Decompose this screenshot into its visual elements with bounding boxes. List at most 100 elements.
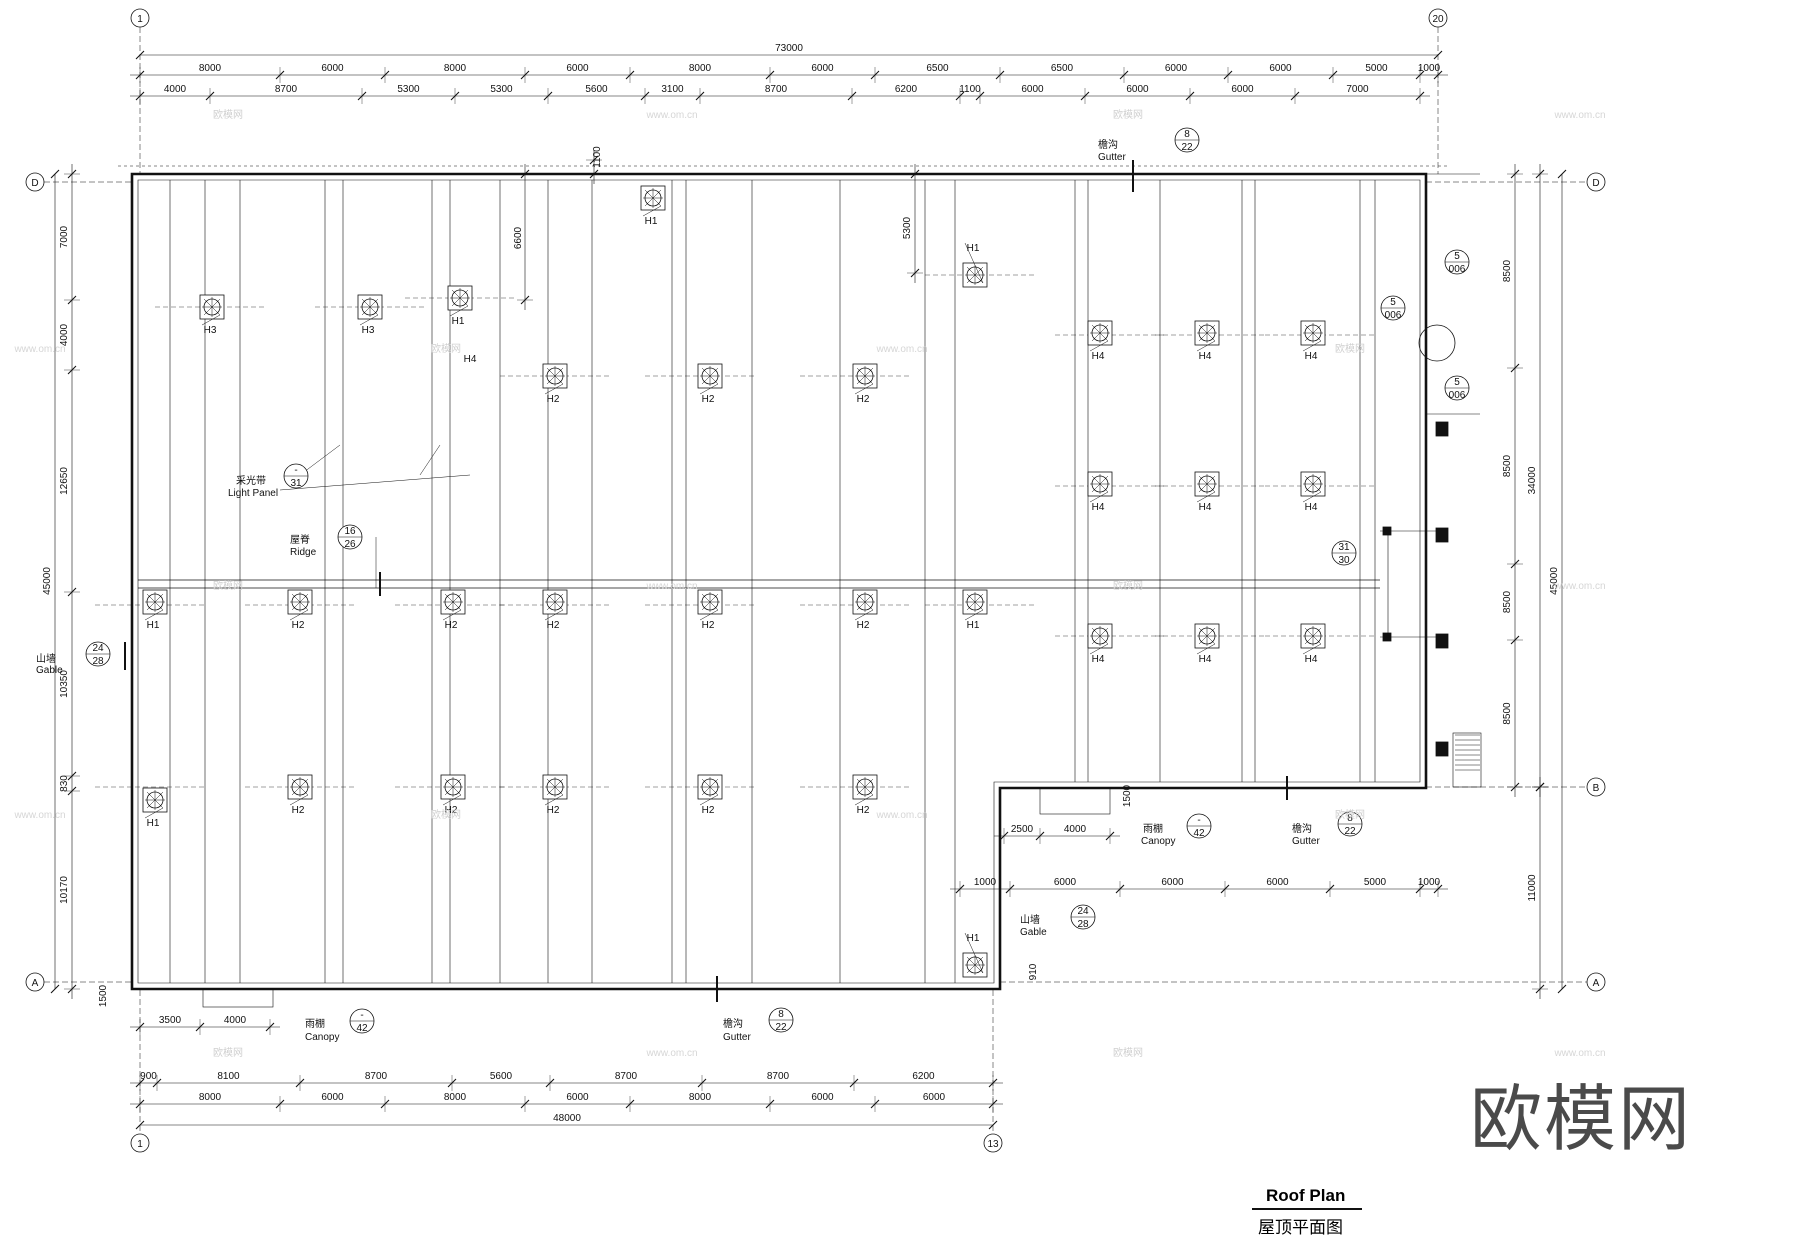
leader-line [699, 609, 719, 621]
equipment-tag: H2 [857, 805, 870, 816]
leader-line [289, 609, 309, 621]
sheet-number: 42 [356, 1023, 368, 1034]
equipment-tag: H4 [1092, 654, 1105, 665]
leader-line [1089, 340, 1109, 352]
detail-number: 5 [1454, 251, 1460, 262]
gutter-label-en: Gutter [1098, 152, 1126, 163]
dimension-label: 6000 [566, 63, 589, 74]
gutter-label-cn: 檐沟 [723, 1017, 743, 1030]
dimension-label: 6000 [1126, 84, 1149, 95]
equipment-tag: H1 [452, 316, 465, 327]
equipment-tag: H2 [702, 394, 715, 405]
watermark-url: www.om.cn [645, 581, 697, 592]
dimension-label: 1000 [974, 877, 997, 888]
sheet-number: 26 [344, 539, 356, 550]
downpipe [1435, 741, 1449, 757]
dimension-label: 1000 [1418, 877, 1441, 888]
dimension-label: 5600 [490, 1071, 513, 1082]
watermark-url: www.om.cn [875, 810, 927, 821]
sheet-number: 006 [1449, 264, 1466, 275]
equipment-tag: H1 [967, 243, 980, 254]
gutter-label-en: Gutter [723, 1032, 751, 1043]
dimension-label: 8500 [1502, 259, 1513, 282]
title-underline [1252, 1208, 1362, 1210]
drawing-title-cn: 屋顶平面图 [1258, 1218, 1343, 1238]
dimension-label: 8000 [199, 63, 222, 74]
dimension-label: 6600 [513, 226, 524, 249]
dimension-label: 10350 [59, 670, 70, 698]
leader-line [201, 314, 221, 326]
equipment-tag: H2 [547, 394, 560, 405]
leader-line [964, 609, 984, 621]
dimension-label: 6000 [566, 1092, 589, 1103]
dimension-label: 6000 [1231, 84, 1254, 95]
sheet-number: 31 [290, 478, 302, 489]
dimension-label: 45000 [42, 567, 53, 595]
watermark-text: 欧模网 [431, 809, 461, 821]
dimension-label: 910 [1028, 963, 1039, 980]
downpipe [1435, 421, 1449, 437]
gable-label-cn: 山墙 [1020, 913, 1040, 926]
sheet-number: 22 [775, 1022, 787, 1033]
equipment-tag: H2 [445, 805, 458, 816]
ridge-label-cn: 屋脊 [290, 533, 310, 546]
equipment-tag: H1 [645, 216, 658, 227]
dimension-label: 4000 [224, 1015, 247, 1026]
dimension-label: 6200 [895, 84, 918, 95]
watermark-text: 欧模网 [1335, 809, 1365, 821]
dimension-tick [50, 984, 60, 994]
dimension-label: 1500 [98, 984, 109, 1007]
dimension-label: 8000 [689, 63, 712, 74]
grid-bubble-A-right-label: A [1593, 978, 1600, 989]
dimension-tick [135, 50, 145, 60]
watermark-url: www.om.cn [13, 810, 65, 821]
dimension-label: 8700 [767, 1071, 790, 1082]
equipment-tag: H4 [1305, 351, 1318, 362]
detail-number: 5 [1454, 377, 1460, 388]
dimension-label: 8000 [689, 1092, 712, 1103]
dimension-label: 6000 [321, 1092, 344, 1103]
dimension-tick [50, 169, 60, 179]
watermark-text: 欧模网 [431, 343, 461, 355]
sheet-number: 006 [1449, 390, 1466, 401]
dimension-label: 45000 [1549, 567, 1560, 595]
watermark-text: 欧模网 [1113, 580, 1143, 592]
leader-line [1089, 643, 1109, 655]
dimension-label: 4000 [164, 84, 187, 95]
dimension-tick [988, 1120, 998, 1130]
gable-label-cn: 山墙 [36, 652, 56, 665]
watermark-url: www.om.cn [1553, 581, 1605, 592]
dimension-label: 8700 [615, 1071, 638, 1082]
watermark-text: 欧模网 [1335, 343, 1365, 355]
dimension-tick [1557, 984, 1567, 994]
watermark-text: 欧模网 [1113, 1047, 1143, 1059]
dimension-label: 6000 [321, 63, 344, 74]
detail-number: - [360, 1010, 363, 1021]
dimension-label: 5300 [490, 84, 513, 95]
leader-line [1196, 643, 1216, 655]
equipment-tag: H2 [702, 620, 715, 631]
dimension-label: 7000 [59, 225, 70, 248]
leader-line [544, 383, 564, 395]
gutter-label-cn: 檐沟 [1098, 138, 1118, 151]
leader-line [1196, 340, 1216, 352]
grid-bubble-B-right-label: B [1593, 783, 1600, 794]
dimension-label: 6000 [811, 63, 834, 74]
leader-line [419, 444, 441, 476]
roof-outline [130, 172, 1428, 991]
watermark-text: 欧模网 [1113, 109, 1143, 121]
drawing-linework [25, 8, 1606, 1153]
equipment-tag: H1 [967, 620, 980, 631]
watermark-url: www.om.cn [1553, 1048, 1605, 1059]
dimension-tick [1557, 169, 1567, 179]
dimension-label: 5600 [585, 84, 608, 95]
grid-bubble-1-bottom [130, 1133, 150, 1153]
dimension-label: 6000 [1269, 63, 1292, 74]
grid-bubble-A-left-label: A [32, 978, 39, 989]
watermark-url: www.om.cn [645, 1048, 697, 1059]
dimension-label: 3100 [661, 84, 684, 95]
grid-bubble-D-right-label: D [1592, 178, 1599, 189]
grid-bubble-13-bottom [983, 1133, 1003, 1153]
dimension-label: 73000 [775, 43, 803, 54]
leader-line [449, 305, 469, 317]
